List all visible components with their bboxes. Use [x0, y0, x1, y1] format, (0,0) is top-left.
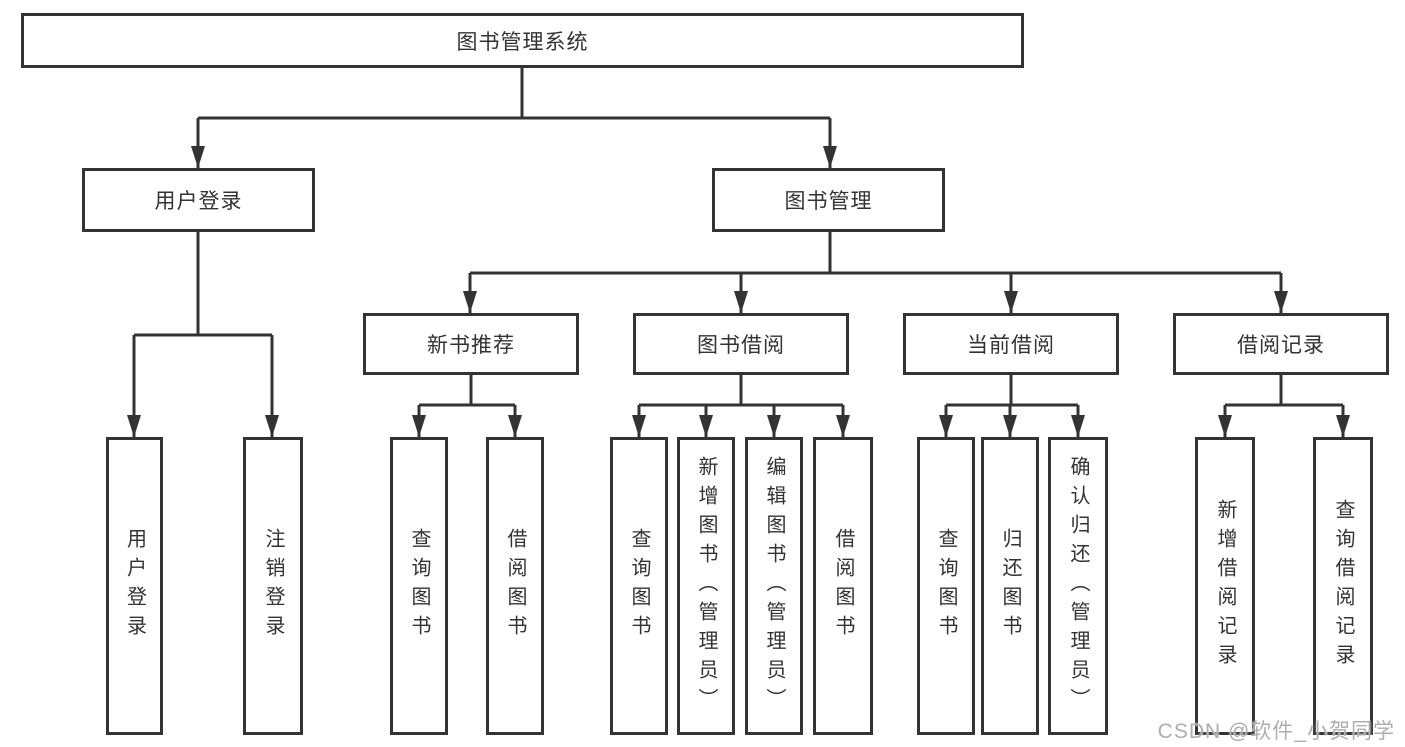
node-book-borrow-label: 图书借阅 [697, 334, 785, 357]
leaf-br-query-record-label: 查询借阅记录 [1332, 499, 1354, 673]
leaf-nb-borrow-books: 借阅图书 [486, 437, 544, 735]
leaf-logout-label: 注销登录 [262, 528, 284, 644]
leaf-bb-edit-books-admin: 编辑图书（管理员） [745, 437, 803, 735]
node-root-label: 图书管理系统 [456, 30, 589, 54]
leaf-cb-query-books-label: 查询图书 [935, 528, 957, 644]
node-new-book-recommend-label: 新书推荐 [427, 334, 515, 357]
leaf-bb-edit-books-admin-label: 编辑图书（管理员） [763, 455, 785, 717]
leaf-bb-add-books-admin: 新增图书（管理员） [677, 437, 735, 735]
node-book-borrow: 图书借阅 [633, 313, 849, 375]
node-book-management: 图书管理 [712, 168, 945, 232]
node-new-book-recommend: 新书推荐 [363, 313, 579, 375]
leaf-logout: 注销登录 [243, 437, 303, 735]
leaf-br-add-record-label: 新增借阅记录 [1214, 499, 1236, 673]
leaf-user-login: 用户登录 [106, 437, 163, 735]
leaf-cb-confirm-return-admin-label: 确认归还（管理员） [1067, 455, 1089, 717]
leaf-bb-add-books-admin-label: 新增图书（管理员） [695, 455, 717, 717]
node-current-borrow-label: 当前借阅 [967, 334, 1055, 357]
leaf-cb-confirm-return-admin: 确认归还（管理员） [1048, 437, 1108, 735]
csdn-watermark: CSDN @软件_小贺同学 [1157, 720, 1395, 743]
node-borrow-records: 借阅记录 [1173, 313, 1389, 375]
node-book-management-label: 图书管理 [784, 190, 873, 213]
leaf-bb-query-books-label: 查询图书 [628, 528, 650, 644]
leaf-bb-query-books: 查询图书 [610, 437, 668, 735]
node-user-login: 用户登录 [82, 168, 315, 232]
node-user-login-label: 用户登录 [154, 190, 243, 213]
leaf-user-login-label: 用户登录 [123, 528, 146, 644]
node-current-borrow: 当前借阅 [903, 313, 1119, 375]
leaf-cb-return-books: 归还图书 [981, 437, 1039, 735]
leaf-br-query-record: 查询借阅记录 [1313, 437, 1373, 735]
leaf-cb-query-books: 查询图书 [917, 437, 975, 735]
leaf-br-add-record: 新增借阅记录 [1195, 437, 1255, 735]
node-root: 图书管理系统 [21, 13, 1024, 68]
leaf-nb-query-books: 查询图书 [390, 437, 448, 735]
node-borrow-records-label: 借阅记录 [1237, 334, 1325, 357]
leaf-nb-borrow-books-label: 借阅图书 [504, 528, 526, 644]
leaf-cb-return-books-label: 归还图书 [999, 528, 1021, 644]
leaf-bb-borrow-books: 借阅图书 [813, 437, 873, 735]
leaf-nb-query-books-label: 查询图书 [408, 528, 430, 644]
leaf-bb-borrow-books-label: 借阅图书 [832, 528, 854, 644]
